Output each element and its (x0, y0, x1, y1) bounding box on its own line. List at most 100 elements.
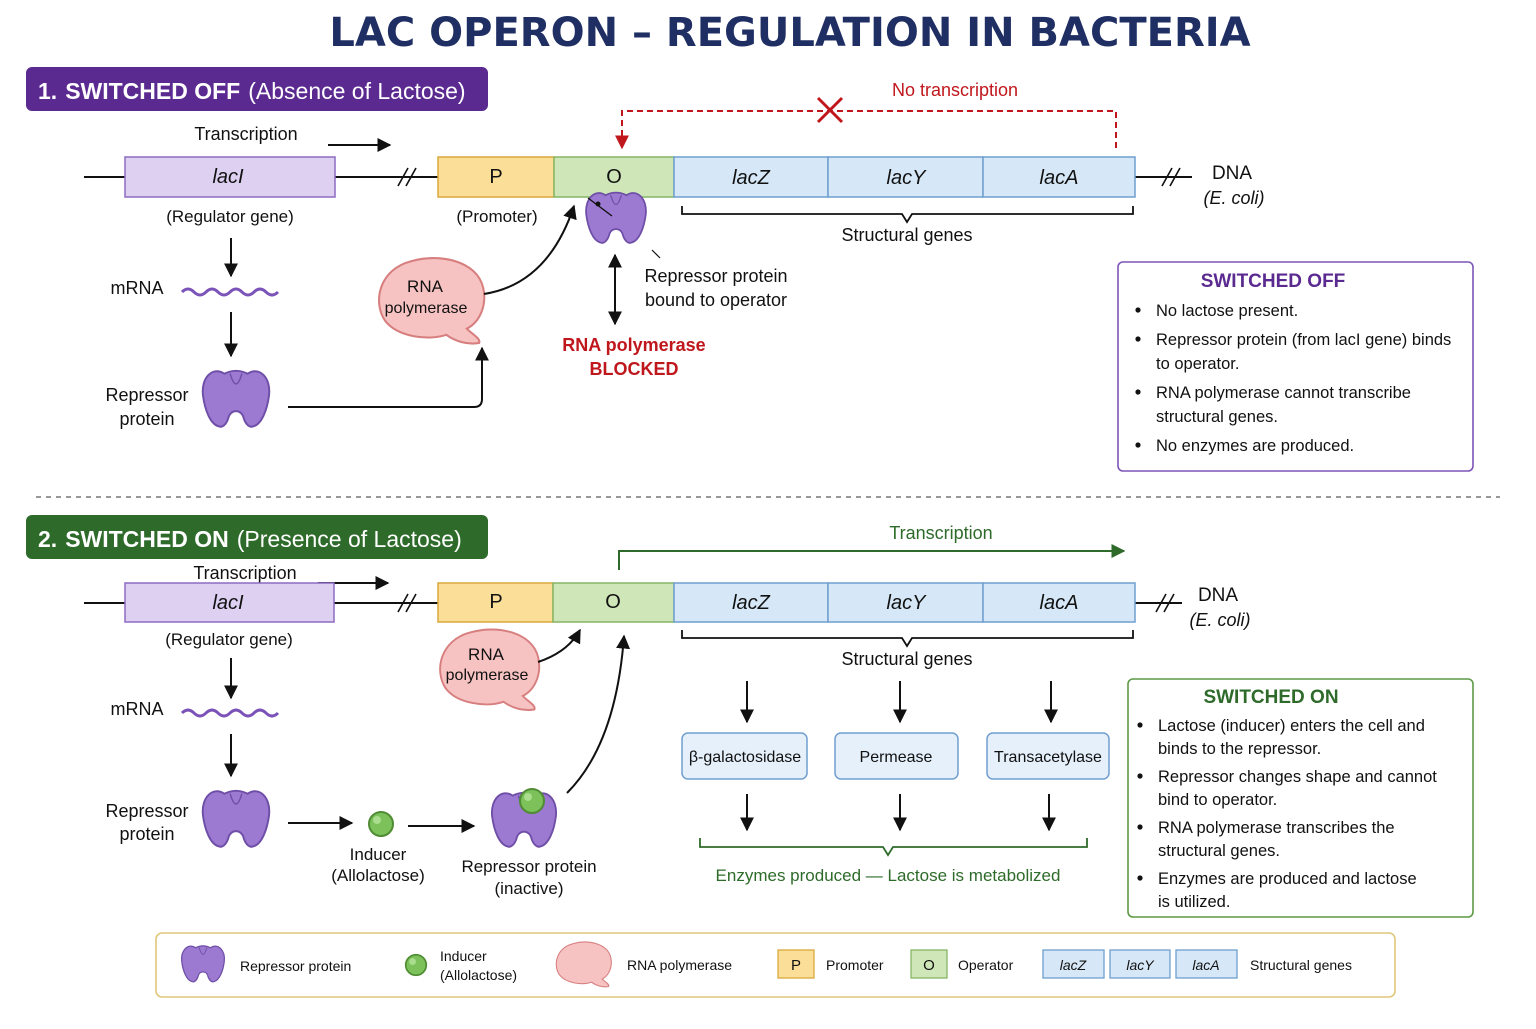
section1-info-bullet-dot (1135, 336, 1141, 342)
legend-inducer-icon (404, 953, 428, 977)
section1-dna-break-left (397, 167, 417, 187)
section2-laci-transcription-label: Transcription (193, 563, 296, 583)
section2-info-bullet-dot (1137, 875, 1143, 881)
section2-gene-lacy (827, 582, 984, 623)
section2-banner (26, 515, 488, 559)
section2-info-title: SWITCHED ON (1203, 687, 1338, 708)
enzyme-permease-box (834, 732, 959, 780)
enzymes-produced-label: Enzymes produced — Lactose is metabolize… (716, 866, 1061, 885)
legend-operator-swatch (910, 949, 948, 979)
section1-ecoli-label: (E. coli) (1203, 188, 1264, 208)
section2-info-item-2-line-2: bind to operator. (1158, 791, 1277, 809)
section1-info-item-3-line-1: RNA polymerase cannot transcribe (1156, 384, 1411, 402)
section1-info-bullet-dot (1135, 442, 1141, 448)
section1-gene-laca-label: lacA (1040, 167, 1079, 189)
inducer-icon (368, 811, 394, 837)
inactive-repressor-label-2: (inactive) (495, 879, 564, 898)
section1-laci-gene (124, 156, 336, 198)
section2-mrna-wave-icon (180, 708, 280, 718)
section1-mrna-wave-icon (180, 287, 280, 297)
section1-blocked-cross-icon (816, 96, 844, 124)
section2-laci-gene (124, 582, 335, 623)
section1-bound-repressor-icon (585, 191, 647, 244)
section2-polymerase-arrow (537, 628, 581, 663)
legend-promoter-swatch (777, 949, 815, 979)
section1-polymerase-label-2: polymerase (385, 300, 468, 317)
section2-info-list: Lactose (inducer) enters the cell andbin… (1137, 717, 1437, 911)
enzyme-beta-galactosidase-box (681, 732, 808, 780)
enzyme-transacetylase-label: Transacetylase (994, 749, 1102, 766)
section2-ecoli-label: (E. coli) (1189, 610, 1250, 630)
section1-promoter-label: (Promoter) (456, 207, 537, 226)
page-title: LAC OPERON – REGULATION IN BACTERIA (329, 10, 1250, 56)
section1-repressor-label-1: Repressor (105, 385, 188, 405)
section1-banner (26, 67, 488, 111)
section2-info-box (1127, 678, 1474, 918)
section1-laci-label: lacI (212, 166, 244, 188)
section2-laci-label: lacI (212, 592, 244, 614)
section2-info-item-4-line-2: is utilized. (1158, 893, 1230, 911)
section2-polymerase-label-1: RNA (468, 645, 505, 664)
enzymes-brace (699, 838, 1088, 857)
section1-no-transcription-arrow (615, 110, 1117, 150)
section2-operon-transcription-arrow (618, 544, 1126, 570)
section2-gene-laca (982, 582, 1136, 623)
section1-info-bullet-dot (1135, 389, 1141, 395)
section1-repressor-label-2: protein (119, 409, 174, 429)
arrow-complex-released (566, 634, 631, 794)
legend-inducer-label-2: (Allolactose) (440, 967, 517, 983)
section1-bound-pointer-dot (595, 201, 601, 207)
section1-promoter-symbol: P (489, 166, 502, 188)
section2-gene-lacz (673, 582, 829, 623)
legend-promoter-symbol: P (791, 957, 801, 974)
section1-polymerase-arrow (483, 204, 577, 295)
section2-info-bullet-dot (1137, 722, 1143, 728)
section2-heading: 2.SWITCHED ON(Presence of Lactose) (38, 526, 462, 552)
section2-promoter-symbol: P (489, 591, 502, 613)
section1-structural-brace (681, 206, 1134, 224)
section2-operon-transcription-label: Transcription (889, 523, 992, 543)
section1-blocked-label-2: BLOCKED (590, 359, 679, 379)
section1-gene-lacz (673, 156, 829, 198)
section2-info-bullet-dot (1137, 773, 1143, 779)
section1-no-transcription-label: No transcription (892, 80, 1018, 100)
inducer-label-1: Inducer (350, 845, 407, 864)
section1-bound-label-1: Repressor protein (644, 266, 787, 286)
section1-mrna-label: mRNA (111, 278, 164, 298)
section1-regulator-label: (Regulator gene) (166, 207, 294, 226)
legend-repressor-label: Repressor protein (240, 958, 351, 974)
section2-info-item-3-line-2: structural genes. (1158, 842, 1280, 860)
section2-info-item-1-line-2: binds to the repressor. (1158, 740, 1321, 758)
section1-bound-pointer-line (587, 197, 613, 217)
section2-structural-label: Structural genes (841, 649, 972, 669)
legend-operator-label: Operator (958, 957, 1014, 973)
section2-operator-symbol: O (605, 591, 621, 613)
legend-box (155, 932, 1396, 998)
legend-gene-laca-label: lacA (1192, 957, 1219, 973)
section1-heading: 1.SWITCHED OFF(Absence of Lactose) (38, 78, 466, 104)
enzyme-beta-galactosidase-label: β-galactosidase (689, 749, 801, 766)
legend-structural-label: Structural genes (1250, 957, 1352, 973)
section2-regulator-label: (Regulator gene) (165, 630, 293, 649)
legend-inducer-label-1: Inducer (440, 948, 487, 964)
section2-info-item-3-line-1: RNA polymerase transcribes the (1158, 819, 1395, 837)
section2-dna-break-right (1155, 593, 1175, 613)
section2-info-item-2-line-1: Repressor changes shape and cannot (1158, 768, 1437, 786)
section2-dna-break-left (397, 593, 417, 613)
inactive-repressor-label-1: Repressor protein (461, 857, 596, 876)
section2-gene-lacy-label: lacY (887, 592, 928, 614)
section1-info-item-2-line-2: to operator. (1156, 355, 1239, 373)
section2-info-bullet-dot (1137, 824, 1143, 830)
section2-gene-laca-label: lacA (1040, 592, 1079, 614)
section1-info-item-3-line-2: structural genes. (1156, 408, 1278, 426)
legend-gene-laca-swatch (1175, 949, 1238, 979)
enzyme-transacetylase-box (986, 732, 1110, 780)
section2-gene-lacz-label: lacZ (732, 592, 771, 614)
section2-repressor-label-1: Repressor (105, 801, 188, 821)
legend-gene-lacz-label: lacZ (1060, 957, 1087, 973)
section1-bound-callout-line (651, 249, 661, 259)
section2-promoter (437, 582, 554, 623)
section2-polymerase-label-2: polymerase (446, 667, 529, 684)
section1-gene-lacy-label: lacY (887, 167, 928, 189)
